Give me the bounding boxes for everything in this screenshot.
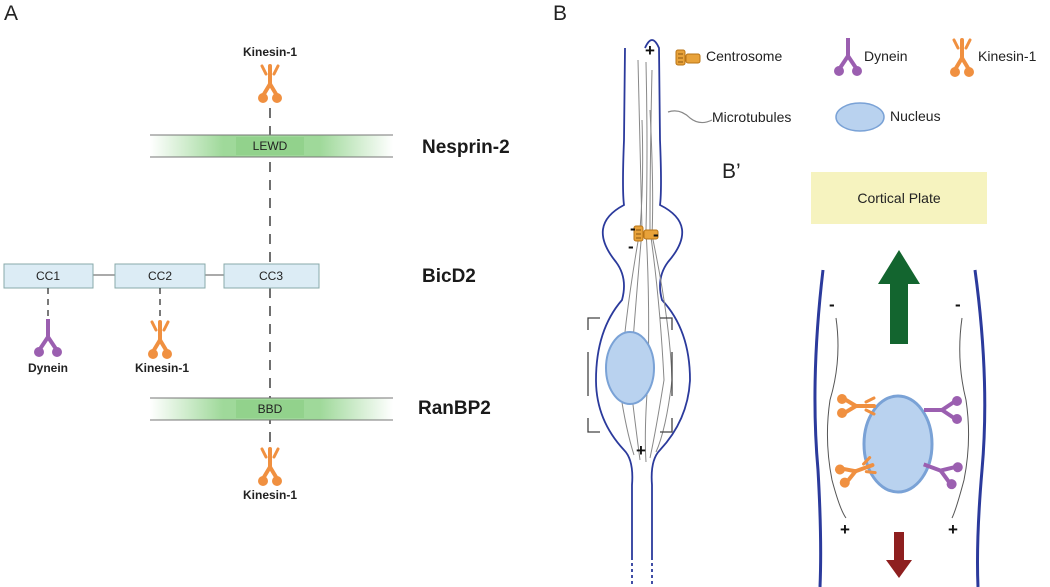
legend-nucleus-icon (835, 102, 885, 132)
cortical-plate-box (811, 172, 987, 224)
bprime-minus-right: - (955, 295, 961, 314)
bprime-nucleus (862, 394, 934, 494)
cc1-domain (3, 263, 94, 289)
legend-dynein-icon (832, 36, 864, 78)
legend-kinesin-icon (948, 38, 976, 79)
panel-b-label: B (553, 2, 567, 25)
cc3-label: CC3 (259, 269, 283, 283)
nesprin-name: Nesprin-2 (422, 137, 510, 158)
panel-b: B - - - + + Ce (553, 2, 1037, 587)
bprime-membrane-left (813, 269, 825, 587)
centrosome-down-arrow (886, 532, 912, 578)
lewd-domain-label: LEWD (253, 139, 288, 153)
bprime-plus-left: + (840, 520, 850, 539)
cc1-dynein-icon (32, 317, 64, 359)
legend-dynein-label: Dynein (864, 48, 908, 64)
neuron-nucleus (605, 331, 655, 405)
legend-microtubules-label: Microtubules (712, 109, 791, 125)
bicd2-name: BicD2 (422, 266, 476, 287)
bprime-microtubule-left (826, 317, 847, 519)
panel-b-prime-label: B’ (722, 160, 741, 183)
zoom-bracket (587, 317, 673, 433)
cortical-plate-label: Cortical Plate (857, 190, 940, 206)
top-kinesin-label: Kinesin-1 (243, 45, 297, 59)
bbd-domain (236, 400, 304, 418)
cc1-dynein-label: Dynein (28, 361, 68, 375)
cc1-label: CC1 (36, 269, 60, 283)
bprime-dynein-top (922, 394, 964, 426)
bbd-domain-label: BBD (258, 402, 283, 416)
neurite-plus-bottom: + (636, 441, 646, 460)
legend-centrosome-icon (675, 49, 701, 66)
neurite-plus-top: + (645, 41, 655, 60)
bottom-kinesin-label: Kinesin-1 (243, 488, 297, 502)
bprime-microtubule-right (951, 317, 970, 519)
bprime-plus-right: + (948, 520, 958, 539)
centrosome-minus-bottom: - (628, 237, 634, 256)
legend-microtubule-icon (667, 110, 713, 124)
cc2-kinesin-icon (146, 320, 174, 361)
cc2-kinesin-label: Kinesin-1 (135, 361, 189, 375)
top-kinesin-icon (256, 64, 284, 105)
nucleus-up-arrow (878, 250, 920, 344)
legend-kinesin-label: Kinesin-1 (978, 48, 1037, 64)
neuron-outline (595, 39, 691, 587)
bprime-membrane-right (973, 269, 987, 587)
bottom-kinesin-icon (256, 447, 284, 488)
legend-nucleus-label: Nucleus (890, 108, 941, 124)
centrosome-minus-right: - (653, 225, 659, 244)
centrosome-minus-left: - (630, 219, 636, 238)
bprime-kinesin-bottom (831, 451, 879, 492)
neuron-microtubules (619, 59, 673, 463)
cc2-label: CC2 (148, 269, 172, 283)
ranbp2-name: RanBP2 (418, 398, 491, 419)
panel-a: A Kinesin-1 LEWD Nesprin-2 CC1 CC2 CC3 B… (3, 2, 510, 502)
bprime-minus-left: - (829, 295, 835, 314)
lewd-domain (236, 137, 304, 155)
legend-centrosome-label: Centrosome (706, 48, 782, 64)
panel-a-label: A (4, 2, 18, 25)
cc3-domain (223, 263, 320, 289)
bprime-kinesin-top (835, 392, 876, 420)
